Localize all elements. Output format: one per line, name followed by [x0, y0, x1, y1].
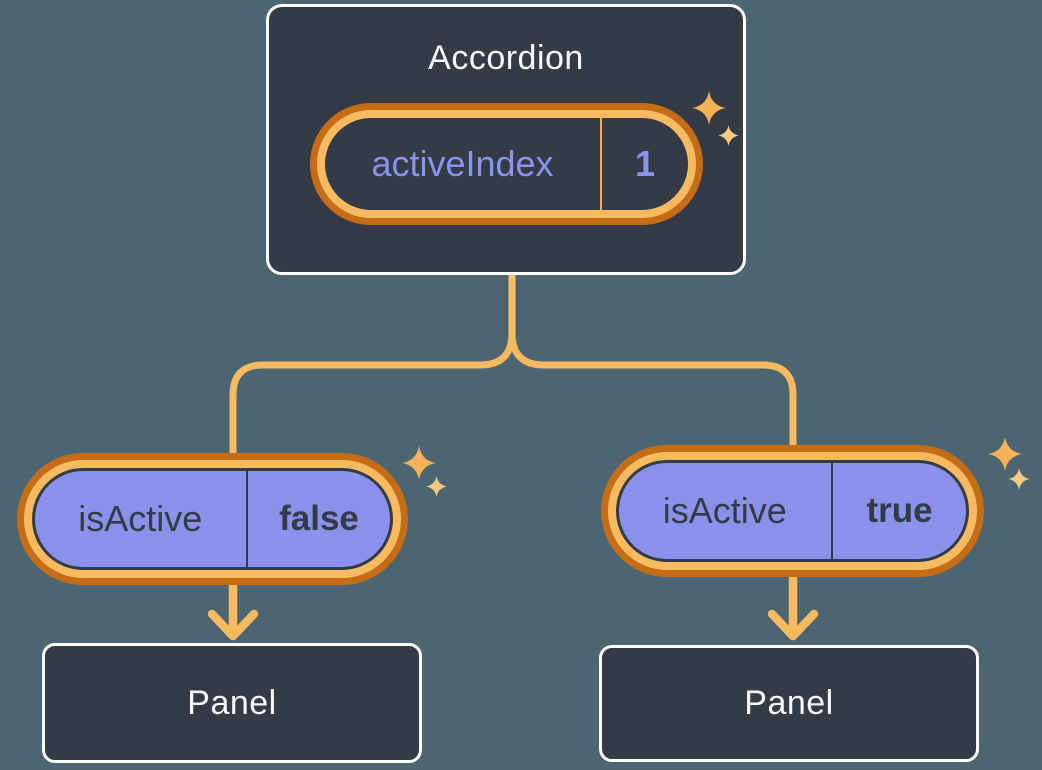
sparkle-icon-large	[402, 446, 436, 480]
sparkle-icon-large	[692, 91, 726, 125]
prop-pill-divider	[245, 471, 248, 567]
sparkle-icon-small	[718, 125, 739, 146]
prop-pill-isactive-false: isActive false	[32, 468, 393, 570]
state-pill-name-segment: activeIndex	[325, 118, 600, 210]
prop-name-label: isActive	[662, 490, 787, 531]
prop-value-label: true	[866, 491, 933, 530]
prop-pill-value-segment: false	[248, 471, 390, 567]
panel-label: Panel	[744, 684, 834, 722]
state-name-label: activeIndex	[371, 143, 554, 184]
state-pill-divider	[600, 118, 602, 210]
accordion-component-box: Accordion activeIndex 1	[266, 4, 746, 275]
prop-pill-value-segment: true	[833, 463, 966, 559]
panel-component-box-left: Panel	[42, 643, 422, 763]
accordion-title: Accordion	[428, 39, 584, 77]
prop-pill-name-segment: isActive	[35, 471, 246, 567]
connector-branch-left	[229, 268, 516, 464]
prop-pill-isactive-true: isActive true	[616, 460, 969, 562]
prop-pill-divider	[830, 463, 833, 559]
prop-pill-name-segment: isActive	[619, 463, 831, 559]
state-value-label: 1	[634, 143, 656, 184]
panel-label: Panel	[187, 683, 277, 722]
connector-branch-right	[508, 268, 797, 456]
arrow-right-head	[767, 609, 819, 641]
state-pill-value-segment: 1	[602, 118, 688, 210]
prop-value-label: false	[279, 499, 359, 538]
sparkle-icon-small	[426, 476, 447, 497]
state-pill-activeindex: activeIndex 1	[317, 110, 696, 218]
sparkle-icon-small	[1008, 468, 1030, 490]
arrow-left-head	[207, 609, 259, 641]
panel-component-box-right: Panel	[599, 645, 979, 762]
sparkle-icon-large	[988, 437, 1022, 471]
prop-name-label: isActive	[78, 498, 203, 539]
